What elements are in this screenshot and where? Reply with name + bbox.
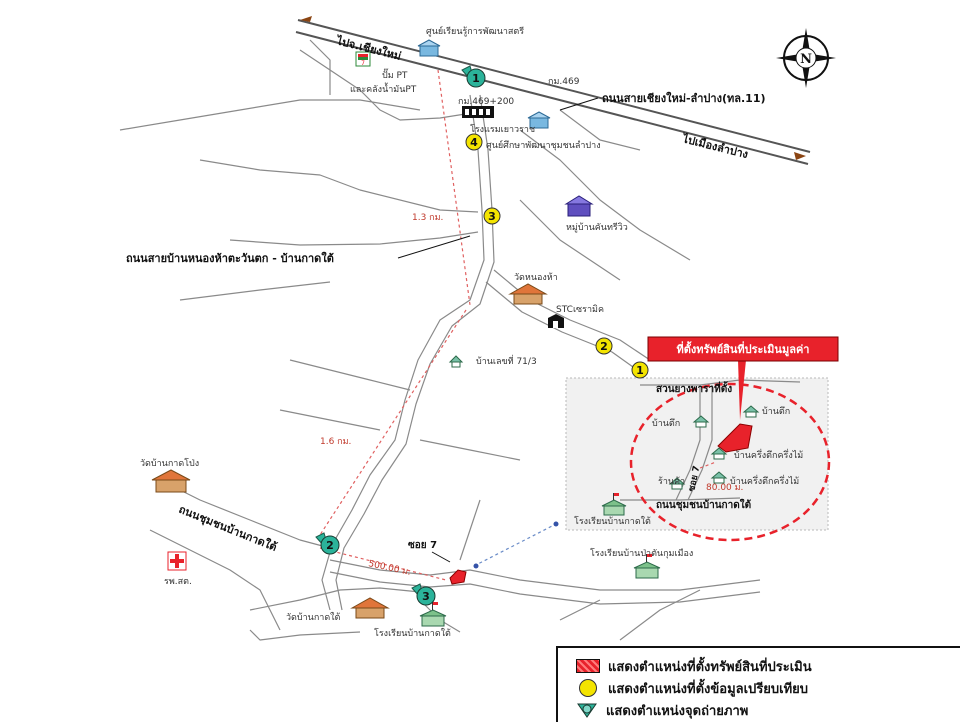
label-pt-station: ปั๊ม PT <box>382 68 408 81</box>
label-nonghua-road: ถนนสายบ้านหนองห้าตะวันตก - บ้านกาดใต้ <box>126 251 334 265</box>
callout-text: ที่ตั้งทรัพย์สินที่ประเมินมูลค่า <box>677 341 810 357</box>
factory-icon <box>548 314 564 328</box>
hotel-icon <box>462 106 494 118</box>
compass-icon: N <box>776 28 836 88</box>
svg-text:1: 1 <box>472 72 480 85</box>
label-school-kat-tai: โรงเรียนบ้านกาดใต้ <box>374 628 451 639</box>
shop-icon <box>668 477 686 490</box>
label-house-71-3: บ้านเลขที่ 71/3 <box>476 354 537 367</box>
house-icon <box>742 405 760 418</box>
label-wat-kat-tai: วัดบ้านกาดใต้ <box>286 612 341 623</box>
building-icon <box>527 111 551 129</box>
label-wat-nonghua: วัดหนองห้า <box>514 272 558 283</box>
camera-swatch-icon <box>577 703 597 718</box>
distance-lines <box>317 69 717 581</box>
comparable-marker-1: 1 <box>631 361 649 379</box>
leader-line <box>431 551 451 563</box>
leader-line <box>397 235 471 259</box>
highway-11 <box>295 19 811 165</box>
building-icons: 7 <box>151 39 760 627</box>
temple-icon <box>350 597 390 619</box>
connector-dot <box>473 563 479 569</box>
property-parcel <box>717 423 753 453</box>
svg-text:1: 1 <box>636 364 644 377</box>
svg-text:3: 3 <box>488 210 496 223</box>
distance-label-4: 80.00 ม. <box>706 483 743 493</box>
label-house-half-1: บ้านครึ่งตึกครึ่งไม้ <box>734 448 803 461</box>
leader-line <box>559 97 599 111</box>
camera-marker-1: 1 <box>461 65 486 88</box>
comparable-swatch-icon <box>579 679 597 697</box>
temple-icon <box>151 469 191 493</box>
camera-marker-3: 3 <box>411 583 436 606</box>
comparable-marker-3: 3 <box>483 207 501 225</box>
label-hospital: รพ.สต. <box>164 577 192 587</box>
school-icon <box>633 554 661 579</box>
distance-label-2: 1.6 กม. <box>320 437 351 447</box>
village-icon <box>564 195 594 217</box>
temple-icon <box>508 283 548 305</box>
label-village-road-inset: ถนนชุมชนบ้านกาดใต้ <box>656 498 751 511</box>
legend-item-photo-points: แสดงตำแหน่งจุดถ่ายภาพ <box>576 700 748 720</box>
label-village: หมู่บ้านคันทรีวิว <box>566 222 628 233</box>
label-shop: ร้านค้า <box>658 476 685 487</box>
house-icon <box>710 471 728 484</box>
svg-text:3: 3 <box>422 590 430 603</box>
property-highlight-ring <box>629 382 831 542</box>
label-house-half-2: บ้านครึ่งตึกครึ่งไม้ <box>730 474 799 487</box>
label-learning-center: ศูนย์เรียนรู้การพัฒนาสตรี <box>426 25 524 37</box>
svg-text:2: 2 <box>600 340 608 353</box>
label-wat-kat-pong: วัดบ้านกาดโป่ง <box>140 458 199 469</box>
house-icon <box>710 447 728 460</box>
connector-dot <box>553 521 559 527</box>
camera-marker-2: 2 <box>315 532 340 555</box>
label-school-kat-tai-inset: โรงเรียนบ้านกาดใต้ <box>574 516 651 527</box>
direction-arrows <box>300 16 806 160</box>
label-hotel: โรงแรมเยาวราช <box>470 124 535 135</box>
property-parcel-small <box>449 569 467 585</box>
callout-pointer <box>738 360 746 420</box>
hospital-icon <box>167 551 187 571</box>
label-house-concrete-2: บ้านตึก <box>652 418 680 429</box>
building-icon <box>417 39 441 57</box>
label-stc: STCเซรามิค <box>556 304 604 315</box>
svg-text:4: 4 <box>470 136 478 149</box>
house-icon <box>692 415 710 428</box>
label-km-469-200: กม.469+200 <box>458 97 514 107</box>
convenience-store-icon: 7 <box>355 51 371 67</box>
svg-text:7: 7 <box>361 60 365 67</box>
label-pt-depot: และคลังน้ำมันPT <box>350 82 417 95</box>
label-village-road: ถนนชุมชนบ้านกาดใต้ <box>177 502 280 555</box>
label-to-lampang: ไปเมืองลำปาง <box>679 131 749 161</box>
label-garden: สวนยางพาราที่ตั้ง <box>656 381 732 395</box>
svg-text:2: 2 <box>326 539 334 552</box>
comparable-marker-2: 2 <box>595 337 613 355</box>
legend-item-property: แสดงตำแหน่งที่ตั้งทรัพย์สินที่ประเมิน <box>576 656 812 676</box>
legend-item-comparables: แสดงตำแหน่งที่ตั้งข้อมูลเปรียบเทียบ <box>576 678 808 698</box>
legend: แสดงตำแหน่งที่ตั้งทรัพย์สินที่ประเมิน แส… <box>556 646 960 722</box>
label-community-dev: ศูนย์ศึกษาพัฒนาชุมชนลำปาง <box>486 139 601 151</box>
label-school-pa-sak: โรงเรียนบ้านป่าตันกุมเมือง <box>590 548 693 559</box>
compass-north-label: N <box>800 52 812 67</box>
callout-box <box>647 336 839 362</box>
distance-label-3: 500.00 ม. <box>367 559 411 578</box>
label-km-469: กม.469 <box>548 77 580 87</box>
school-icon <box>419 602 447 627</box>
label-highway-11: ถนนสายเชียงใหม่-ลำปาง(ทล.11) <box>602 91 766 105</box>
label-soi7: ซอย 7 <box>408 540 437 551</box>
school-icon <box>601 493 627 516</box>
house-icon <box>448 355 464 368</box>
property-swatch-icon <box>576 659 600 673</box>
comparable-marker-4: 4 <box>465 133 483 151</box>
label-house-concrete-1: บ้านตึก <box>762 406 790 417</box>
distance-label-1: 1.3 กม. <box>412 213 443 223</box>
